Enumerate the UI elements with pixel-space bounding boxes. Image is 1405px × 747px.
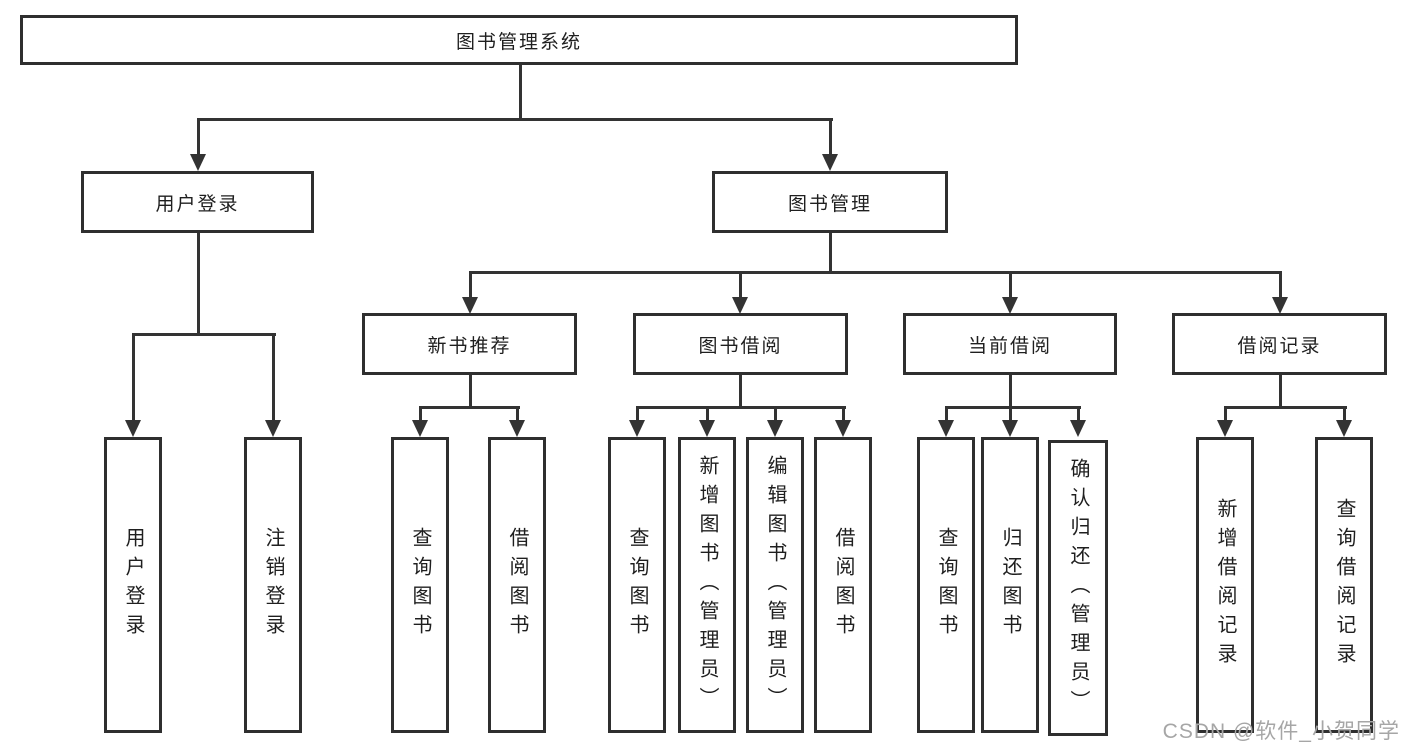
leaf-borrowing-query-book-label: 查询图书	[626, 527, 648, 643]
leaf-borrowing-borrow-book: 借阅图书	[814, 437, 872, 733]
node-book-management-label: 图书管理	[787, 193, 872, 215]
connector-line	[132, 333, 276, 336]
node-borrowing-records: 借阅记录	[1172, 313, 1387, 375]
arrowhead-down-icon	[190, 154, 206, 171]
leaf-logout: 注销登录	[244, 437, 302, 733]
arrowhead-down-icon	[1272, 297, 1288, 314]
connector-line	[516, 406, 519, 422]
arrowhead-down-icon	[412, 420, 428, 437]
connector-line	[945, 406, 1081, 409]
connector-line	[842, 406, 845, 422]
node-library-system: 图书管理系统	[20, 15, 1018, 65]
connector-line	[197, 118, 200, 156]
connector-line	[1343, 406, 1346, 422]
leaf-add-borrow-record-label: 新增借阅记录	[1214, 498, 1236, 672]
arrowhead-down-icon	[938, 420, 954, 437]
leaf-confirm-return-admin: 确认归还（管理员）	[1048, 440, 1108, 736]
connector-line	[1279, 271, 1282, 299]
connector-line	[1224, 406, 1227, 422]
arrowhead-down-icon	[1070, 420, 1086, 437]
connector-line	[132, 333, 135, 422]
arrowhead-down-icon	[1336, 420, 1352, 437]
node-user-login-label: 用户登录	[155, 193, 240, 215]
arrowhead-down-icon	[629, 420, 645, 437]
arrowhead-down-icon	[462, 297, 478, 314]
csdn-watermark: CSDN @软件_小贺同学	[1162, 720, 1400, 743]
arrowhead-down-icon	[835, 420, 851, 437]
connector-line	[519, 65, 522, 120]
arrowhead-down-icon	[1217, 420, 1233, 437]
leaf-user-login-label: 用户登录	[122, 527, 144, 643]
connector-line	[706, 406, 709, 422]
leaf-return-book-label: 归还图书	[999, 527, 1021, 643]
connector-line	[636, 406, 639, 422]
connector-line	[197, 118, 833, 121]
connector-line	[739, 375, 742, 409]
leaf-current-query-book: 查询图书	[917, 437, 975, 733]
node-library-system-label: 图书管理系统	[455, 31, 582, 53]
leaf-borrowing-query-book: 查询图书	[608, 437, 666, 733]
leaf-recommend-query-book: 查询图书	[391, 437, 449, 733]
arrowhead-down-icon	[265, 420, 281, 437]
connector-line	[272, 333, 275, 422]
node-book-borrowing-label: 图书借阅	[698, 335, 783, 357]
connector-line	[1009, 271, 1012, 299]
connector-line	[774, 406, 777, 422]
leaf-query-borrow-record-label: 查询借阅记录	[1333, 498, 1355, 672]
leaf-edit-book-admin: 编辑图书（管理员）	[746, 437, 804, 733]
node-new-book-recommend-label: 新书推荐	[427, 335, 512, 357]
connector-line	[1009, 406, 1012, 422]
leaf-query-borrow-record: 查询借阅记录	[1315, 437, 1373, 733]
connector-line	[419, 406, 520, 409]
connector-line	[739, 271, 742, 299]
node-book-borrowing: 图书借阅	[633, 313, 848, 375]
leaf-return-book: 归还图书	[981, 437, 1039, 733]
arrowhead-down-icon	[732, 297, 748, 314]
node-new-book-recommend: 新书推荐	[362, 313, 577, 375]
node-user-login: 用户登录	[81, 171, 314, 233]
leaf-edit-book-admin-label: 编辑图书（管理员）	[764, 454, 786, 716]
leaf-recommend-query-book-label: 查询图书	[409, 527, 431, 643]
connector-line	[469, 375, 472, 409]
arrowhead-down-icon	[125, 420, 141, 437]
leaf-logout-label: 注销登录	[262, 527, 284, 643]
connector-line	[1224, 406, 1347, 409]
node-book-management: 图书管理	[712, 171, 948, 233]
leaf-recommend-borrow-book: 借阅图书	[488, 437, 546, 733]
leaf-borrowing-borrow-book-label: 借阅图书	[832, 527, 854, 643]
node-current-borrowing: 当前借阅	[903, 313, 1117, 375]
connector-line	[1009, 375, 1012, 409]
connector-line	[829, 118, 832, 156]
arrowhead-down-icon	[822, 154, 838, 171]
leaf-add-book-admin: 新增图书（管理员）	[678, 437, 736, 733]
node-current-borrowing-label: 当前借阅	[967, 335, 1052, 357]
connector-line	[1077, 406, 1080, 422]
connector-line	[469, 271, 1282, 274]
arrowhead-down-icon	[1002, 420, 1018, 437]
arrowhead-down-icon	[699, 420, 715, 437]
arrowhead-down-icon	[767, 420, 783, 437]
leaf-confirm-return-admin-label: 确认归还（管理员）	[1067, 457, 1089, 719]
leaf-add-book-admin-label: 新增图书（管理员）	[696, 454, 718, 716]
leaf-recommend-borrow-book-label: 借阅图书	[506, 527, 528, 643]
leaf-add-borrow-record: 新增借阅记录	[1196, 437, 1254, 733]
connector-line	[197, 233, 200, 336]
connector-line	[636, 406, 846, 409]
connector-line	[419, 406, 422, 422]
node-borrowing-records-label: 借阅记录	[1237, 335, 1322, 357]
arrowhead-down-icon	[509, 420, 525, 437]
leaf-current-query-book-label: 查询图书	[935, 527, 957, 643]
arrowhead-down-icon	[1002, 297, 1018, 314]
connector-line	[469, 271, 472, 299]
connector-line	[1279, 375, 1282, 409]
connector-line	[829, 233, 832, 274]
leaf-user-login: 用户登录	[104, 437, 162, 733]
connector-line	[945, 406, 948, 422]
